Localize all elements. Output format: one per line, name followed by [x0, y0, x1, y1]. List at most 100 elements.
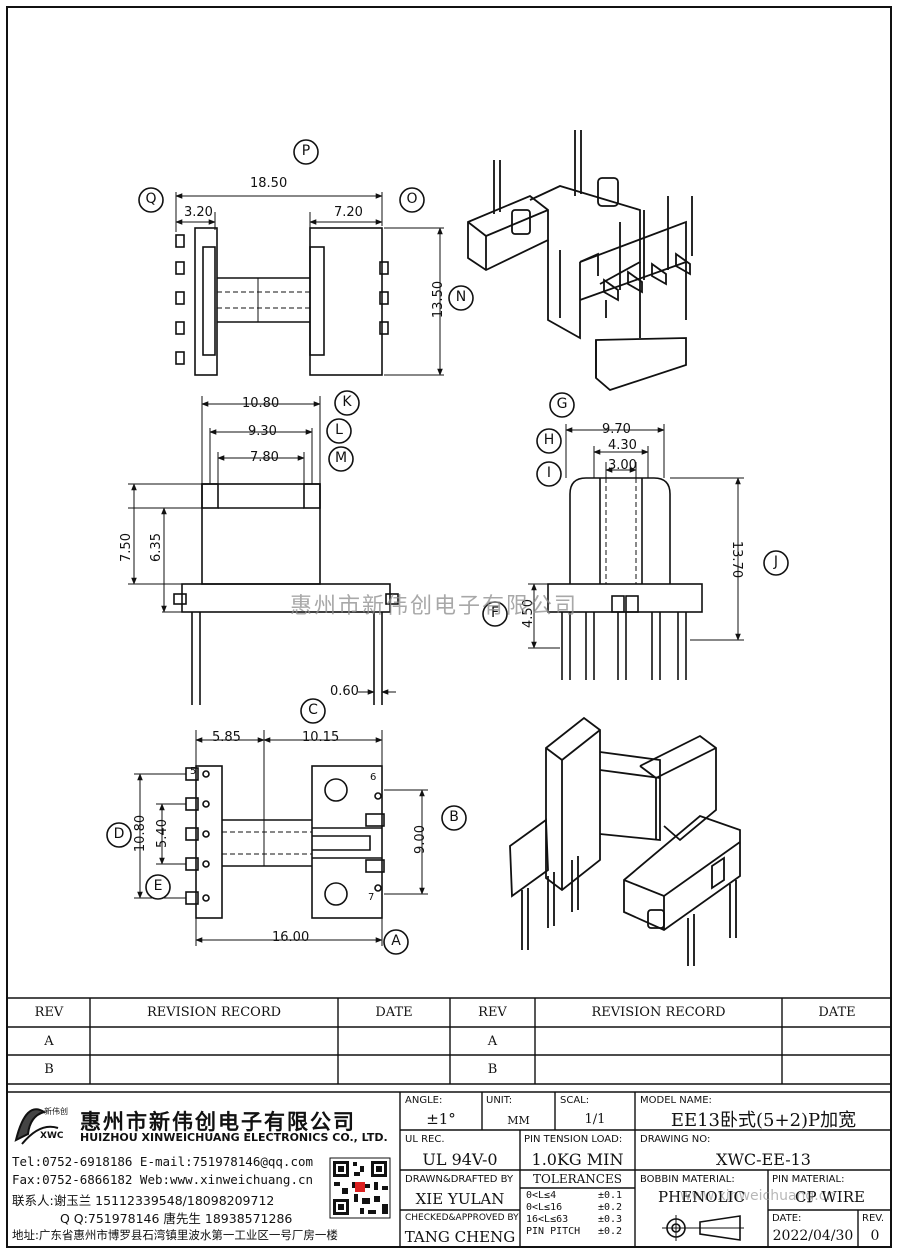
revision-record-header-left: REVISION RECORD: [146, 1005, 282, 1020]
bubble-g: G: [556, 396, 568, 412]
dim-5-85: 5.85: [212, 730, 241, 745]
revision-record-row-a-left: [90, 1027, 338, 1055]
date-header-right: DATE: [818, 1005, 856, 1020]
bubble-q: Q: [145, 191, 157, 207]
revision-record-row-b-right: [535, 1055, 782, 1084]
bubble-o: O: [406, 191, 418, 207]
side-view: [528, 424, 744, 680]
drawing-no-label: DRAWING NO:: [640, 1134, 711, 1145]
bubble-p: P: [301, 143, 311, 159]
scale-value: 1/1: [584, 1112, 606, 1127]
tolerance-range-2: 0<L≤16: [526, 1202, 563, 1213]
table-grid: [6, 997, 892, 1248]
pin-number-7: 7: [368, 892, 375, 903]
watermark-text: 惠州市新伟创电子有限公司: [290, 594, 579, 619]
bubble-k: K: [342, 394, 352, 410]
dim-18-50: 18.50: [250, 176, 288, 191]
tel-email-line: Tel:0752-6918186 E-mail:751978146@qq.com: [12, 1154, 314, 1169]
dim-5-40: 5.40: [154, 819, 170, 848]
dim-4-30: 4.30: [608, 438, 637, 453]
angle-value: ±1°: [426, 1110, 456, 1128]
bobbin-material-value: PHENOLIC: [658, 1188, 745, 1206]
rev-header-left: REV: [34, 1005, 64, 1020]
rev-row-b-left: B: [44, 1062, 54, 1077]
company-name-en: HUIZHOU XINWEICHUANG ELECTRONICS CO., LT…: [80, 1131, 388, 1144]
bubble-n: N: [455, 289, 467, 305]
drawn-by-label: DRAWN&DRAFTED BY: [405, 1174, 514, 1185]
bottom-view: [134, 730, 428, 946]
pin-material-label: PIN MATERIAL:: [772, 1174, 845, 1185]
tolerance-range-4: PIN PITCH: [526, 1226, 581, 1237]
qq-line: Q Q:751978146 唐先生 18938571286: [60, 1211, 293, 1226]
dim-7-50: 7.50: [118, 533, 134, 562]
fax-web-line: Fax:0752-6866182 Web:www.xinweichuang.cn: [12, 1172, 314, 1187]
date-header-left: DATE: [375, 1005, 413, 1020]
bubble-l: L: [335, 422, 343, 438]
tolerance-value-4: ±0.2: [598, 1226, 623, 1237]
bubble-h: H: [543, 432, 555, 448]
date-row-b-left: [338, 1055, 450, 1084]
date-row-a-right: [782, 1027, 892, 1055]
pin-number-6: 6: [370, 772, 377, 783]
bubble-d: D: [113, 826, 125, 842]
pin-number-5: 5: [190, 766, 197, 777]
drawing-sheet: [6, 6, 892, 1248]
bubble-i: I: [546, 465, 552, 481]
tolerance-value-1: ±0.1: [598, 1190, 623, 1201]
revision-record-row-a-right: [535, 1027, 782, 1055]
dim-6-35: 6.35: [148, 533, 164, 562]
dim-10-15: 10.15: [302, 730, 340, 745]
revision-record-header-right: REVISION RECORD: [591, 1005, 726, 1020]
tolerance-range-3: 16<L≤63: [526, 1214, 569, 1225]
dim-10-80-bottom: 10.80: [133, 814, 149, 853]
rev-row-b-right: B: [487, 1062, 498, 1077]
address-line: 地址:广东省惠州市博罗县石湾镇里波水第一工业区一号厂房一楼: [12, 1228, 338, 1242]
ul-rec-value: UL 94V-0: [422, 1150, 498, 1169]
watermark-url: www.xinweichuang.cn: [680, 1188, 836, 1204]
date-row-a-left: [338, 1027, 450, 1055]
bubble-a: A: [391, 933, 401, 949]
unit-label: UNIT:: [486, 1095, 513, 1106]
dim-9-00: 9.00: [412, 825, 428, 854]
bubble-e: E: [153, 878, 163, 894]
checked-by-label: CHECKED&APPROVED BY: [405, 1213, 519, 1223]
qr-code: [329, 1157, 391, 1219]
date-value: 2022/04/30: [772, 1228, 854, 1244]
date-row-b-right: [782, 1055, 892, 1084]
model-name-label: MODEL NAME:: [640, 1095, 712, 1106]
rev-label: REV.: [862, 1213, 884, 1224]
drawing-no-value: XWC-EE-13: [716, 1150, 811, 1169]
bubble-f: F: [490, 605, 500, 621]
tolerance-value-2: ±0.2: [598, 1202, 623, 1213]
bubble-m: M: [335, 450, 348, 466]
rev-row-a-left: A: [44, 1033, 54, 1049]
isometric-view-upper: [467, 130, 693, 392]
tolerance-value-3: ±0.3: [598, 1214, 623, 1225]
date-label: DATE:: [772, 1213, 802, 1224]
checked-by-value: TANG CHENG: [404, 1228, 516, 1246]
dim-10-80: 10.80: [242, 396, 280, 411]
bobbin-material-label: BOBBIN MATERIAL:: [640, 1174, 735, 1185]
unit-value: MM: [507, 1114, 530, 1127]
dim-16-00: 16.00: [272, 930, 310, 945]
tolerance-range-1: 0<L≤4: [526, 1190, 557, 1201]
tolerances-label: TOLERANCES: [533, 1172, 622, 1186]
company-name-cn: 惠州市新伟创电子有限公司: [80, 1110, 356, 1134]
dim-13-50: 13.50: [431, 280, 447, 319]
rev-row-a-right: A: [487, 1033, 498, 1049]
dim-13-70: 13.70: [729, 540, 745, 579]
logo-text: XWC: [40, 1131, 64, 1141]
dim-0-60: 0.60: [330, 684, 359, 699]
top-view: [175, 192, 444, 376]
revision-record-row-b-left: [90, 1055, 338, 1084]
dim-3-00: 3.00: [608, 458, 637, 473]
bubble-b: B: [449, 809, 459, 825]
front-view: [128, 396, 399, 705]
model-name-value: EE13卧式(5+2)P加宽: [670, 1110, 857, 1131]
contact-person-line: 联系人:谢玉兰 15112339548/18098209712: [12, 1193, 275, 1208]
bubble-c: C: [308, 702, 318, 718]
pin-material-value: CP WIRE: [795, 1188, 865, 1206]
dim-9-70: 9.70: [602, 422, 631, 437]
dim-9-30: 9.30: [248, 424, 277, 439]
